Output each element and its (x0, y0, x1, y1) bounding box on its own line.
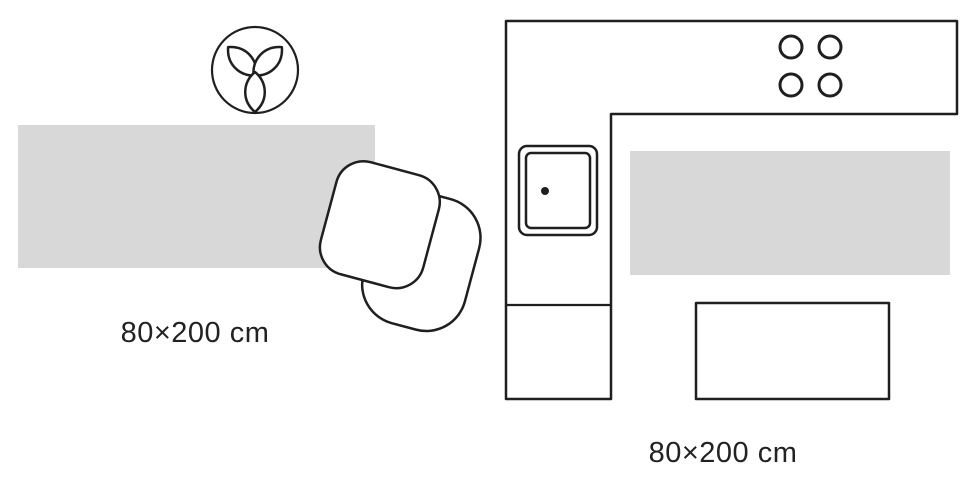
scene-runner-with-chair: 80×200 cm (18, 25, 482, 349)
sink-basin (524, 151, 592, 230)
sink-drain-dot (541, 187, 549, 195)
table-icon (694, 301, 891, 401)
size-label-right: 80×200 cm (649, 437, 798, 469)
chair-seat (318, 160, 442, 290)
rug-right (630, 151, 950, 275)
scene-kitchen: 80×200 cm (504, 19, 959, 469)
size-label-left: 80×200 cm (121, 317, 270, 349)
chair-icon (318, 160, 482, 333)
plant-leaf (244, 70, 266, 114)
rug-left (18, 125, 375, 268)
plant-icon (210, 25, 300, 115)
burner (817, 72, 843, 98)
burner (778, 34, 804, 60)
burner (778, 72, 804, 98)
sink-icon (517, 144, 599, 237)
cooktop-burners-icon (778, 34, 843, 98)
burner (817, 34, 843, 60)
plant-leaf (252, 45, 284, 77)
